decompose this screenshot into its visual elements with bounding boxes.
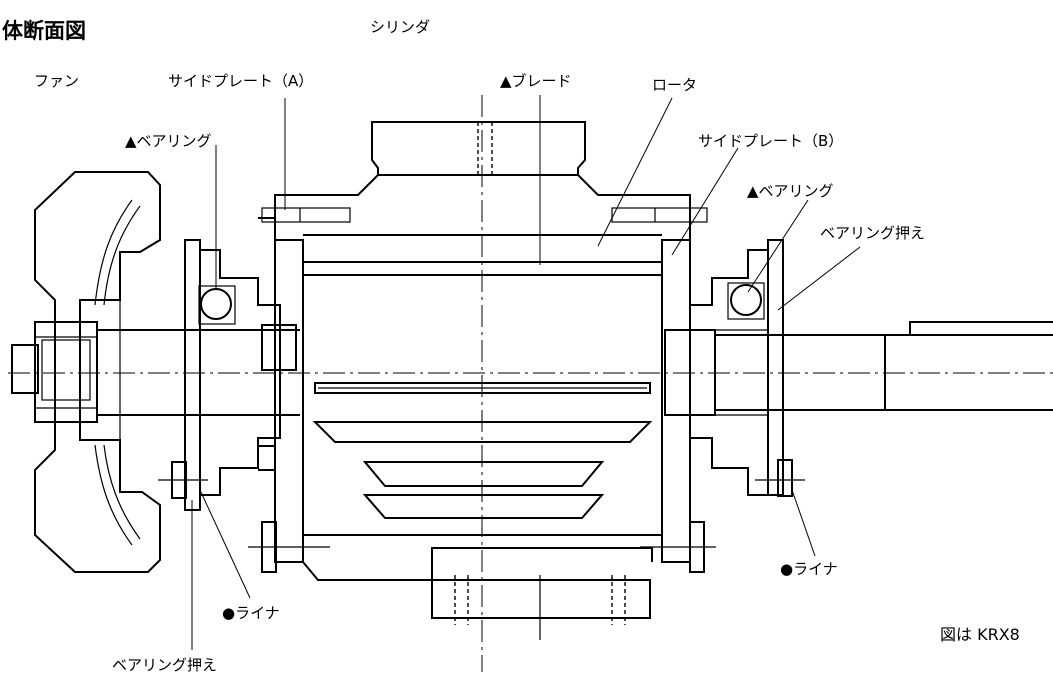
label-liner-left: ●ライナ [222,604,280,622]
right-bearing-housing [689,239,805,497]
fan-hub [11,321,98,423]
label-side-plate-b: サイドプレート（B） [698,132,843,150]
label-blade: ▲ブレード [500,72,572,90]
rotor-vanes [312,382,653,519]
diagram-title: 体断面図 [2,19,86,43]
left-bearing-ball [200,288,232,320]
label-rotor: ロータ [652,76,697,94]
leader-lines [191,95,861,650]
side-bolts [248,207,716,573]
label-fan: ファン [34,72,79,90]
label-side-plate-a: サイドプレート（A） [168,72,313,90]
model-note: 図は KRX8 [940,625,1020,644]
label-bearing-left: ▲ベアリング [125,132,212,150]
label-cylinder: シリンダ [370,18,430,36]
cylinder-body [258,121,691,640]
label-bearing-retainer-right: ベアリング押え [820,224,925,242]
label-bearing-retainer-left: ベアリング押え [112,656,217,674]
label-liner-right: ●ライナ [780,560,838,578]
label-bearing-right: ▲ベアリング [747,182,834,200]
shaft [97,321,1053,416]
left-bearing-housing [158,239,297,511]
right-bearing-ball [730,284,762,316]
